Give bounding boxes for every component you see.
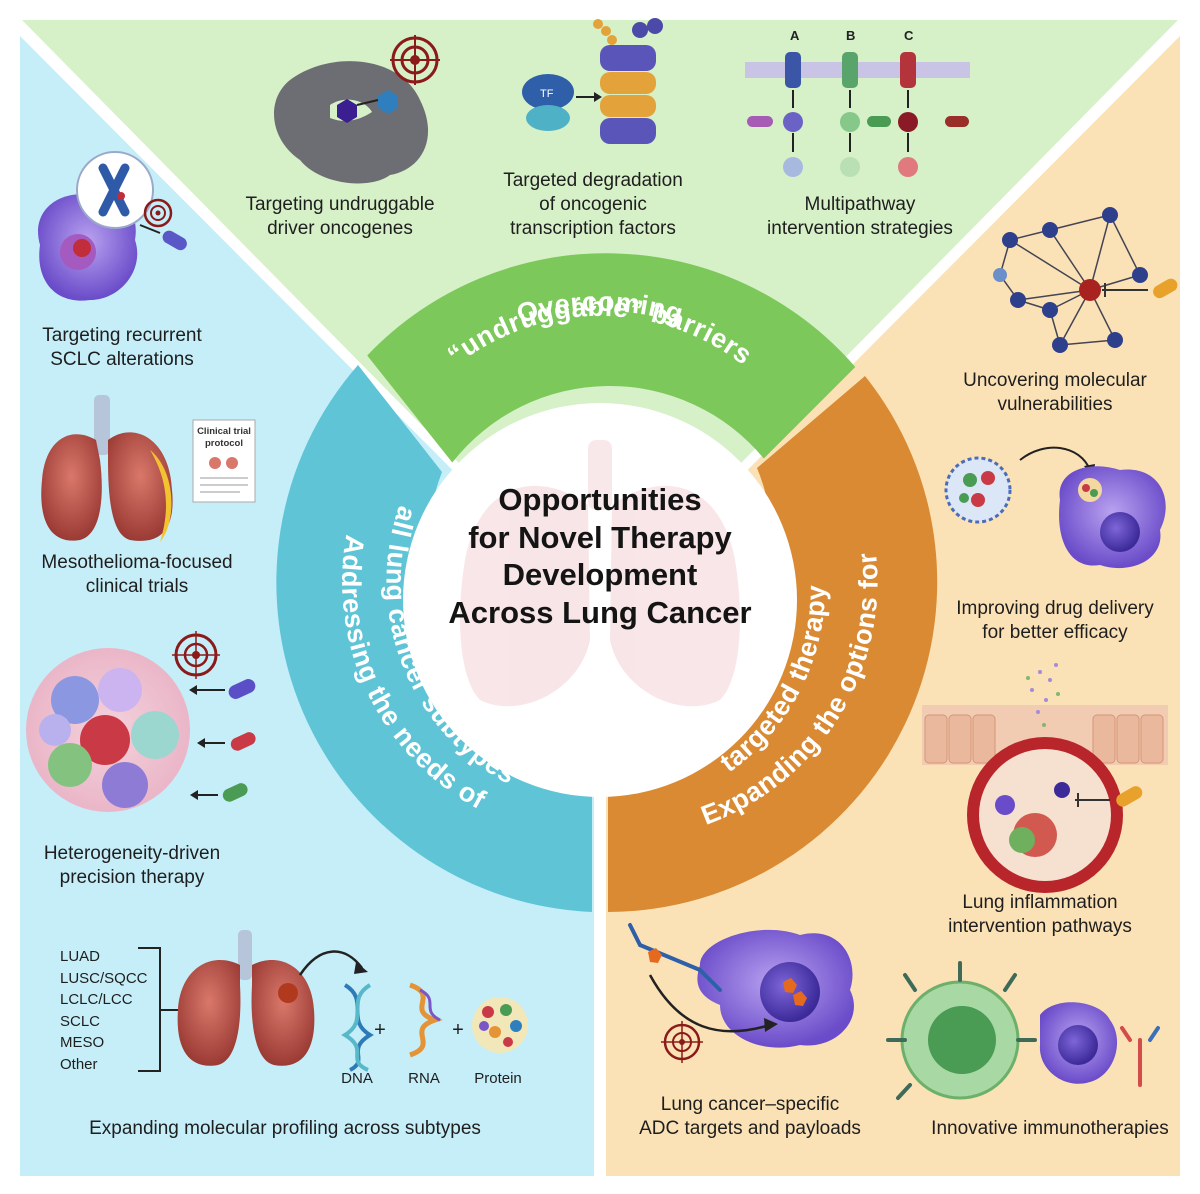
subtype-item: SCLC — [60, 1012, 101, 1030]
label-sclc-alterations: Targeting recurrent SCLC alterations — [42, 325, 202, 370]
label-molecular-profiling: Expanding molecular profiling across sub… — [89, 1118, 481, 1139]
label-heterogeneity-therapy: Heterogeneity-driven precision therapy — [43, 843, 221, 888]
label-immunotherapies: Innovative immunotherapies — [931, 1118, 1169, 1139]
target-icon-top-1 — [390, 35, 440, 85]
nanoparticle-delivery-icon — [944, 446, 1166, 569]
molecule-label-protein: Protein — [474, 1070, 522, 1087]
adc-icon — [628, 923, 854, 1048]
subtype-item: LUSC/SQCC — [60, 969, 148, 987]
immunotherapy-icon — [886, 961, 1160, 1100]
target-icon-right — [661, 1021, 703, 1063]
proteasome-icon: TF — [522, 18, 663, 144]
plus-sign-2: + — [452, 1019, 464, 1041]
label-adc-targets: Lung cancer–specific ADC targets and pay… — [639, 1094, 861, 1139]
label-lung-inflammation: Lung inflammation intervention pathways — [948, 892, 1132, 937]
clinical-trial-protocol-document: Clinical trial protocol — [192, 419, 256, 503]
ring-sector-top — [367, 253, 856, 463]
chromosome-zoom-icon — [76, 151, 154, 229]
label-multipathway-strategies: Multipathway intervention strategies — [767, 194, 953, 239]
target-icon-left-1 — [143, 198, 173, 228]
label-targeted-degradation: Targeted degradation of oncogenic transc… — [503, 170, 683, 239]
profiling-lungs-icon — [177, 930, 368, 1066]
pill-arrows-left — [189, 679, 256, 802]
subtype-item: LUAD — [60, 948, 101, 965]
rna-icon — [409, 982, 443, 1058]
subtype-item: Other — [60, 1055, 98, 1073]
label-mesothelioma-trials: Mesothelioma-focused clinical trials — [41, 552, 233, 597]
subtype-item: LCLC/LCC — [60, 991, 133, 1008]
target-icon-left-2 — [172, 631, 220, 679]
mesothelioma-lungs-icon — [41, 395, 173, 542]
pill-icon-left-1 — [139, 224, 187, 251]
oncogene-protein-icon — [273, 61, 429, 184]
label-molecular-vulnerabilities: Uncovering molecular vulnerabilities — [963, 370, 1147, 415]
protocol-doc-title-line1: Clinical trial — [197, 426, 251, 437]
heterogeneous-tumor-icon — [26, 648, 190, 812]
molecule-label-rna: RNA — [408, 1070, 440, 1087]
protocol-doc-title-line2: protocol — [205, 438, 243, 449]
protein-icon — [472, 997, 528, 1053]
subtype-list: LUAD LUSC/SQCC LCLC/LCC SCLC MESO Other — [60, 946, 148, 1075]
center-title: Opportunities for Novel Therapy Developm… — [448, 482, 752, 630]
molecular-network-icon — [993, 207, 1178, 353]
label-targeting-undruggable-oncogenes: Targeting undruggable driver oncogenes — [245, 194, 435, 239]
pathway-label-c: C — [904, 28, 914, 43]
multipathway-icon: A B C — [745, 28, 970, 177]
molecule-label-dna: DNA — [341, 1070, 373, 1087]
subtype-bracket — [138, 947, 178, 1072]
pathway-label-a: A — [790, 28, 800, 43]
dna-icon — [341, 983, 374, 1072]
center-circle — [403, 403, 797, 797]
airway-inflammation-icon — [922, 663, 1168, 893]
pathway-label-b: B — [846, 28, 855, 43]
plus-sign-1: + — [374, 1019, 386, 1041]
tf-label: TF — [540, 88, 554, 100]
center-lungs-illustration — [460, 440, 740, 707]
subtype-item: MESO — [60, 1034, 105, 1051]
label-drug-delivery: Improving drug delivery for better effic… — [956, 598, 1154, 643]
